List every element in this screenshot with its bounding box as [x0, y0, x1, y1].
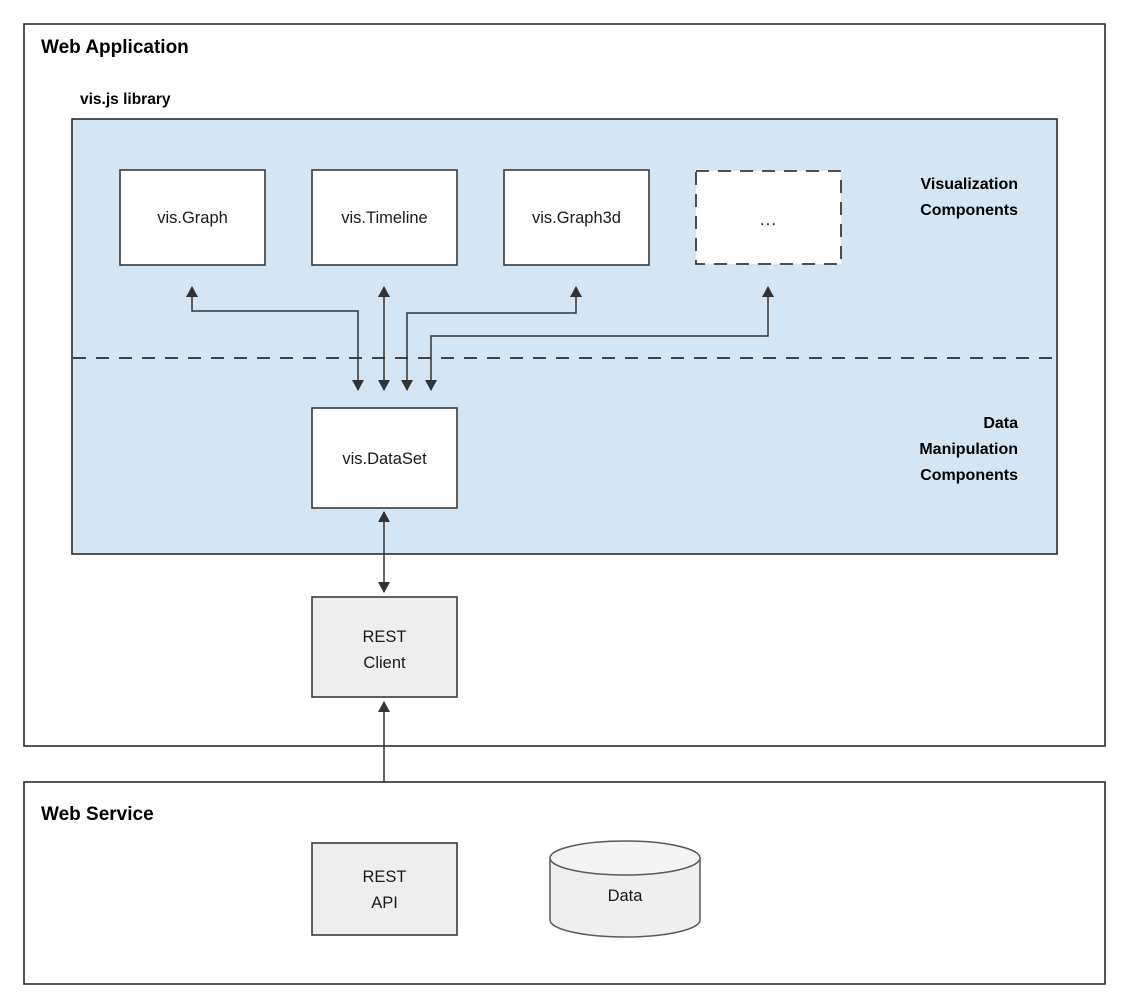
node-rest-client-label-line2: Client [363, 654, 406, 672]
label-visualization-components: Visualization Components [920, 176, 1018, 219]
svg-text:Data: Data [983, 415, 1018, 432]
connector-vis-graph-dataset [186, 286, 364, 391]
vis-js-library-panel: vis.js library Visualization Components … [71, 91, 1058, 555]
node-vis-graph-label: vis.Graph [157, 209, 228, 227]
node-vis-timeline[interactable]: vis.Timeline [311, 169, 458, 266]
node-vis-graph[interactable]: vis.Graph [119, 169, 266, 266]
node-data-store[interactable]: Data [549, 840, 701, 938]
vis-js-library-title: vis.js library [80, 91, 171, 108]
node-more-components[interactable]: ... [695, 170, 842, 265]
svg-text:Components: Components [920, 467, 1018, 484]
node-vis-graph3d[interactable]: vis.Graph3d [503, 169, 650, 266]
node-vis-dataset[interactable]: vis.DataSet [311, 407, 458, 509]
node-rest-api[interactable]: REST API [311, 842, 458, 936]
node-rest-api-label-line2: API [371, 894, 398, 912]
node-vis-timeline-label: vis.Timeline [341, 209, 428, 227]
node-rest-client[interactable]: REST Client [311, 596, 458, 698]
node-vis-graph3d-label: vis.Graph3d [532, 209, 621, 227]
node-rest-api-label-line1: REST [362, 868, 406, 886]
node-data-store-label: Data [608, 887, 644, 905]
node-vis-dataset-label: vis.DataSet [342, 450, 427, 468]
connector-more-dataset [425, 286, 774, 391]
svg-text:Manipulation: Manipulation [919, 441, 1018, 458]
label-data-manipulation-components: Data Manipulation Components [919, 415, 1018, 484]
svg-text:Components: Components [920, 202, 1018, 219]
node-more-components-label: ... [760, 210, 777, 229]
svg-text:Visualization: Visualization [920, 176, 1018, 193]
web-application-title: Web Application [41, 37, 189, 58]
node-rest-client-label-line1: REST [362, 628, 406, 646]
web-service-title: Web Service [41, 804, 154, 825]
